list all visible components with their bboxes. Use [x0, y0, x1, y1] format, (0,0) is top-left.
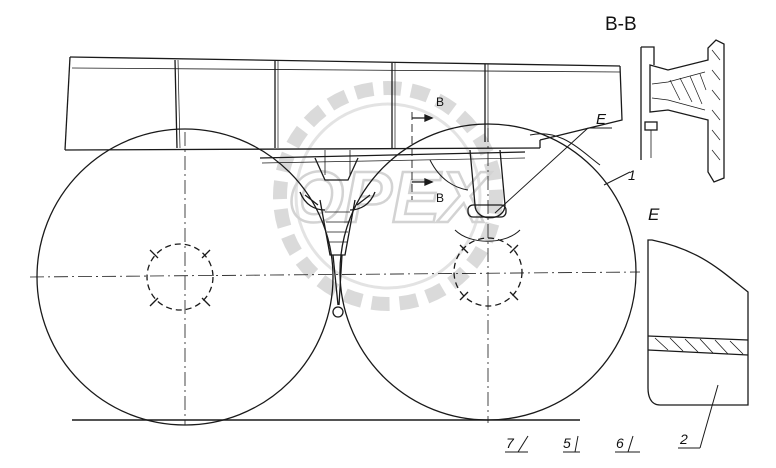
- section-mark-top: B: [436, 95, 444, 109]
- bottom-leaders: [505, 435, 640, 453]
- callout-6: 6: [616, 435, 624, 451]
- watermark-gear: [273, 81, 503, 311]
- watermark: OPEX: [273, 81, 503, 311]
- callout-7: 7: [506, 435, 515, 451]
- callout-2: 2: [679, 431, 688, 447]
- right-bracket: [429, 149, 521, 242]
- section-bb-view: [640, 39, 725, 183]
- section-marks: [411, 112, 434, 200]
- frame: [64, 56, 623, 164]
- section-title: B-B: [605, 14, 637, 35]
- section-mark-bottom: B: [436, 191, 444, 205]
- watermark-text: OPEX: [288, 158, 492, 238]
- watermark-gear-inner: [294, 102, 482, 290]
- leader-e: [494, 127, 612, 214]
- detail-label-e: E: [648, 205, 660, 224]
- left-wheel: [29, 128, 641, 426]
- suspension-center: [299, 150, 376, 318]
- leader-1: [603, 171, 631, 186]
- callout-5: 5: [563, 435, 571, 451]
- callout-1: 1: [628, 167, 636, 183]
- detail-e-view: [647, 239, 749, 449]
- callout-e: E: [596, 111, 607, 128]
